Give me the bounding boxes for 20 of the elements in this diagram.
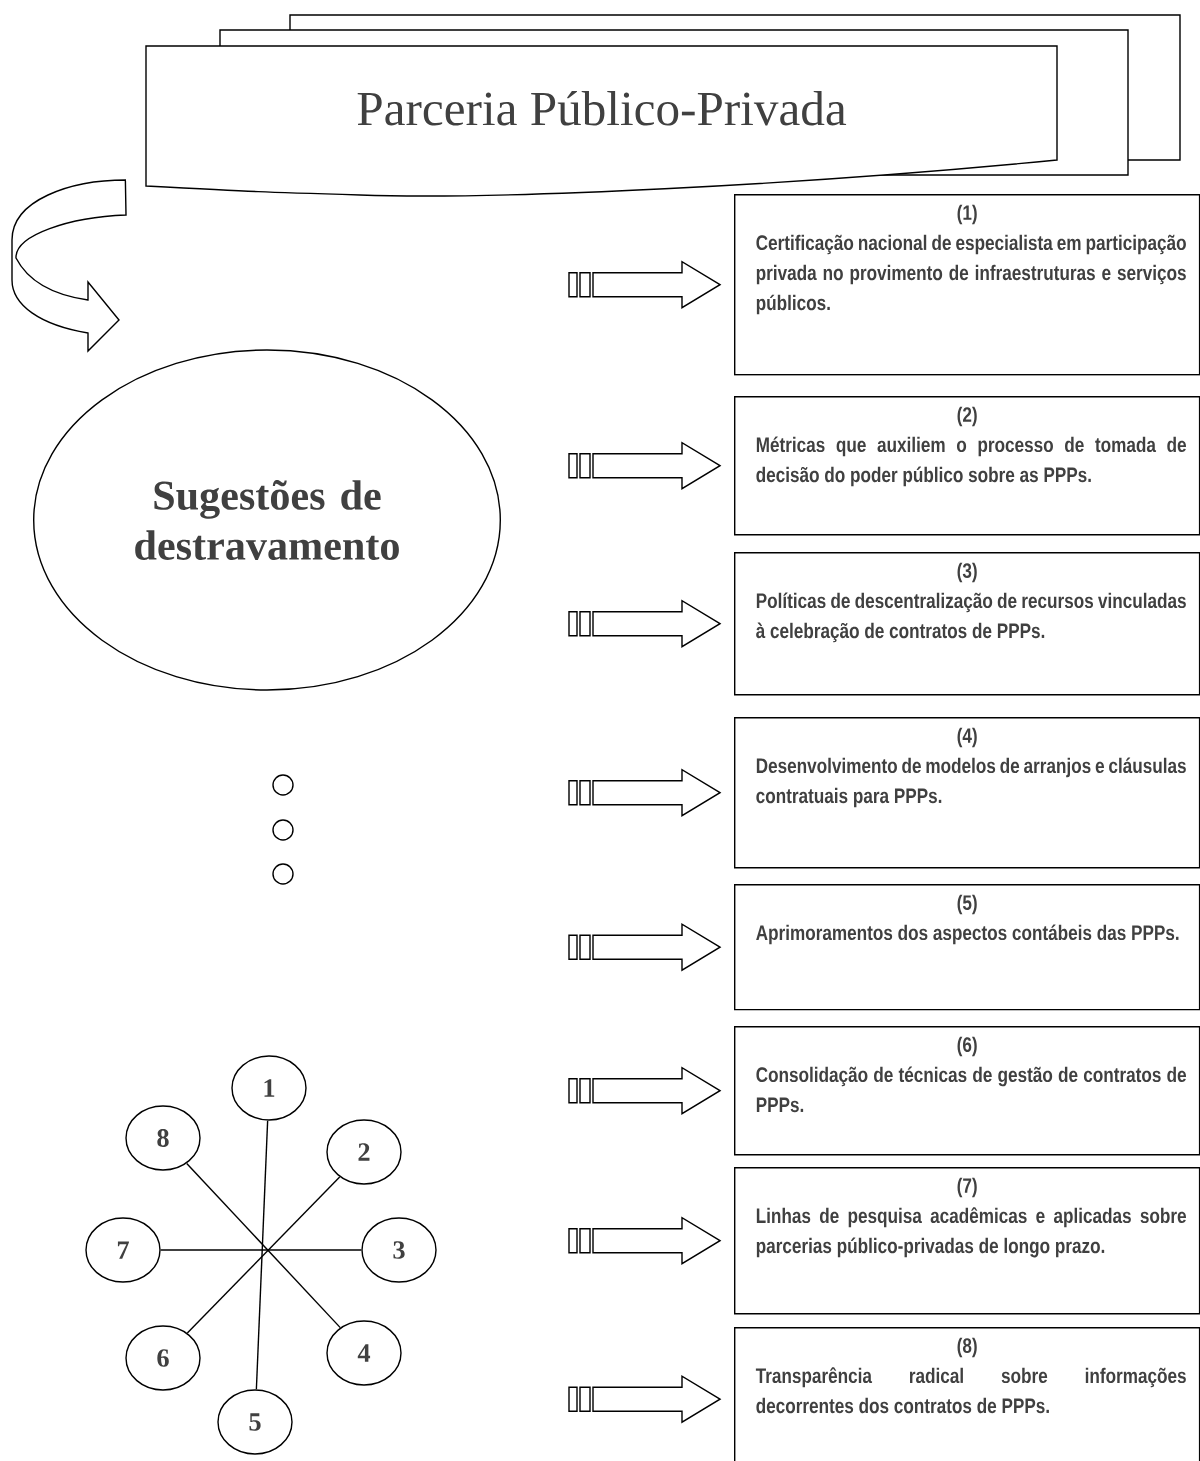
curved-arrow bbox=[11, 179, 127, 352]
striped-arrow bbox=[568, 1374, 722, 1424]
text-box: (8) Transparência radical sobre informações decorrentes dos contratos de PPPs. bbox=[734, 1327, 1200, 1461]
text-box: (3) Políticas de descentralização de recursos vinculadas à celebração de contratos de PPPs. bbox=[734, 552, 1200, 696]
striped-arrow bbox=[568, 1216, 722, 1265]
striped-arrow bbox=[568, 1066, 722, 1115]
text-box: (5) Aprimoramentos dos aspectos contábeis das PPPs. bbox=[734, 884, 1200, 1011]
document-banner: Parceria Público-Privada bbox=[145, 14, 1181, 197]
text-box: (1) Certificação nacional de especialista em participação privada no provimento de infraestruturas e serviços públicos. bbox=[734, 194, 1200, 376]
text-box: (2) Métricas que auxiliem o processo de tomada de decisão do poder público sobre as PPPs. bbox=[734, 396, 1200, 536]
striped-arrow bbox=[568, 599, 722, 648]
connector-line bbox=[160, 1249, 362, 1251]
connector-line bbox=[255, 1120, 269, 1391]
striped-arrow bbox=[568, 260, 722, 309]
text-box: (7) Linhas de pesquisa acadêmicas e aplicadas sobre parcerias público-privadas de longo prazo. bbox=[734, 1167, 1200, 1315]
text-box: (4) Desenvolvimento de modelos de arranjos e cláusulas contratuais para PPPs. bbox=[734, 717, 1200, 869]
striped-arrow bbox=[568, 768, 722, 817]
text-box: (6) Consolidação de técnicas de gestão de contratos de PPPs. bbox=[734, 1026, 1200, 1156]
striped-arrow bbox=[568, 441, 722, 490]
striped-arrow bbox=[568, 922, 722, 972]
